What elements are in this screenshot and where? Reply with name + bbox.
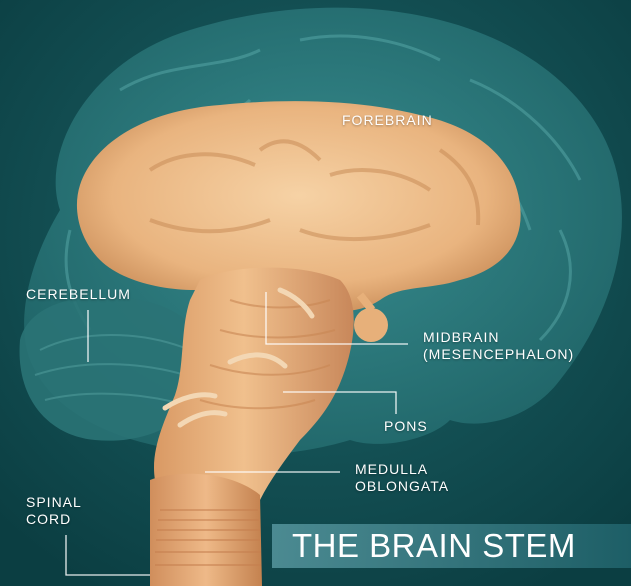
label-pons: PONS: [384, 418, 428, 434]
midbrain-leader: [265, 292, 408, 345]
cerebellum-folds: [34, 334, 196, 406]
title-banner: [272, 524, 631, 568]
forebrain-folds: [148, 139, 481, 242]
spinal-cord-bands: [155, 509, 261, 566]
label-medulla: MEDULLA OBLONGATA: [355, 461, 450, 494]
label-midbrain: MIDBRAIN (MESENCEPHALON): [423, 329, 575, 362]
spinal-cord-leader: [65, 535, 150, 576]
cerebellum-shape: [19, 296, 208, 441]
label-forebrain: FOREBRAIN: [342, 112, 433, 128]
diagram-title: THE BRAIN STEM: [292, 527, 576, 564]
pons-leader: [283, 391, 397, 414]
leader-lines: [65, 292, 408, 576]
cranial-nerves: [162, 287, 315, 428]
pituitary-bulb: [354, 308, 388, 342]
pituitary-stalk: [356, 292, 376, 313]
label-cerebellum: CEREBELLUM: [26, 286, 131, 302]
brainstem-striations: [199, 299, 336, 410]
label-spinal-cord: SPINAL CORD: [26, 494, 82, 527]
brainstem-shape: [154, 267, 354, 520]
